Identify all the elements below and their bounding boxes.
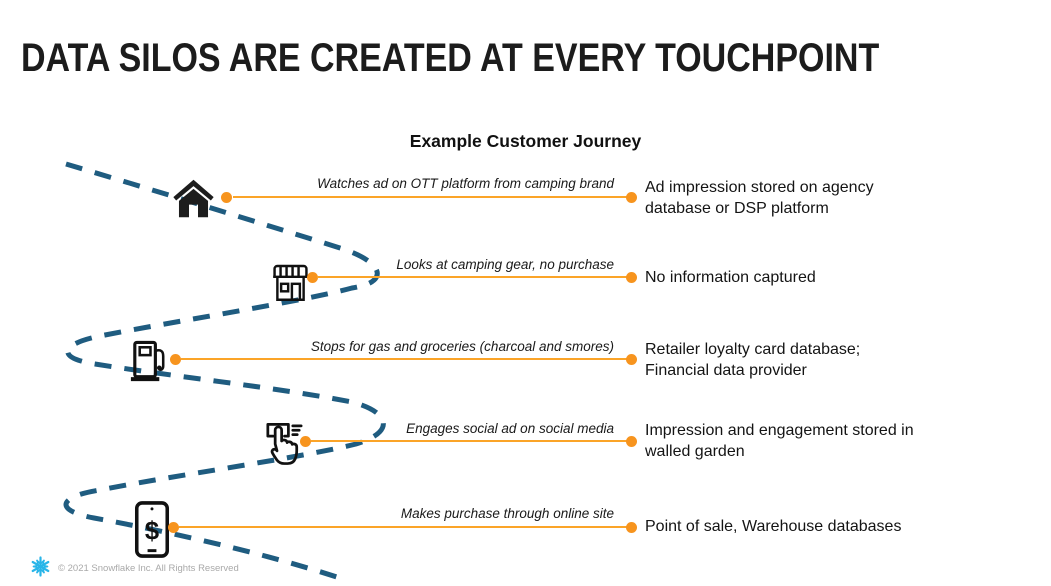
slide-title: DATA SILOS ARE CREATED AT EVERY TOUCHPOI…	[21, 36, 880, 80]
journey-path	[63, 161, 386, 583]
connector-dot	[626, 436, 637, 447]
silo-description: Ad impression stored on agency database …	[645, 179, 874, 217]
touchpoint-label: Watches ad on OTT platform from camping …	[317, 176, 614, 191]
store-icon	[268, 257, 313, 305]
connector-line	[233, 196, 628, 198]
silo-description: Point of sale, Warehouse databases	[645, 518, 902, 535]
touchpoint-label: Makes purchase through online site	[400, 506, 614, 521]
gas-pump-icon	[126, 336, 173, 386]
phone-dollar-icon: $	[132, 500, 172, 559]
silo-description: Impression and engagement stored in wall…	[645, 422, 914, 460]
dollar-glyph: $	[145, 517, 159, 545]
connector-dot	[626, 354, 637, 365]
snowflake-logo-icon	[30, 556, 51, 577]
connector-line	[181, 358, 628, 360]
connector-dot	[626, 272, 637, 283]
connector-dot	[170, 354, 181, 365]
touchpoint-label: Looks at camping gear, no purchase	[396, 257, 614, 272]
home-icon	[171, 176, 216, 221]
connector-line	[317, 276, 628, 278]
silo-description: Retailer loyalty card database; Financia…	[645, 341, 861, 379]
connector-dot	[626, 192, 637, 203]
connector-dot	[307, 272, 318, 283]
diagram-title: Example Customer Journey	[409, 131, 642, 151]
connector-line	[179, 526, 628, 528]
touchpoint-label: Stops for gas and groceries (charcoal an…	[310, 339, 614, 354]
tap-social-icon	[260, 419, 307, 467]
silo-description: No information captured	[645, 269, 816, 286]
touchpoint-label: Engages social ad on social media	[406, 421, 614, 436]
connector-dot	[221, 192, 232, 203]
copyright-text: © 2021 Snowflake Inc. All Rights Reserve…	[58, 563, 239, 574]
connector-line	[311, 440, 628, 442]
connector-dot	[168, 522, 179, 533]
connector-dot	[300, 436, 311, 447]
connector-dot	[626, 522, 637, 533]
